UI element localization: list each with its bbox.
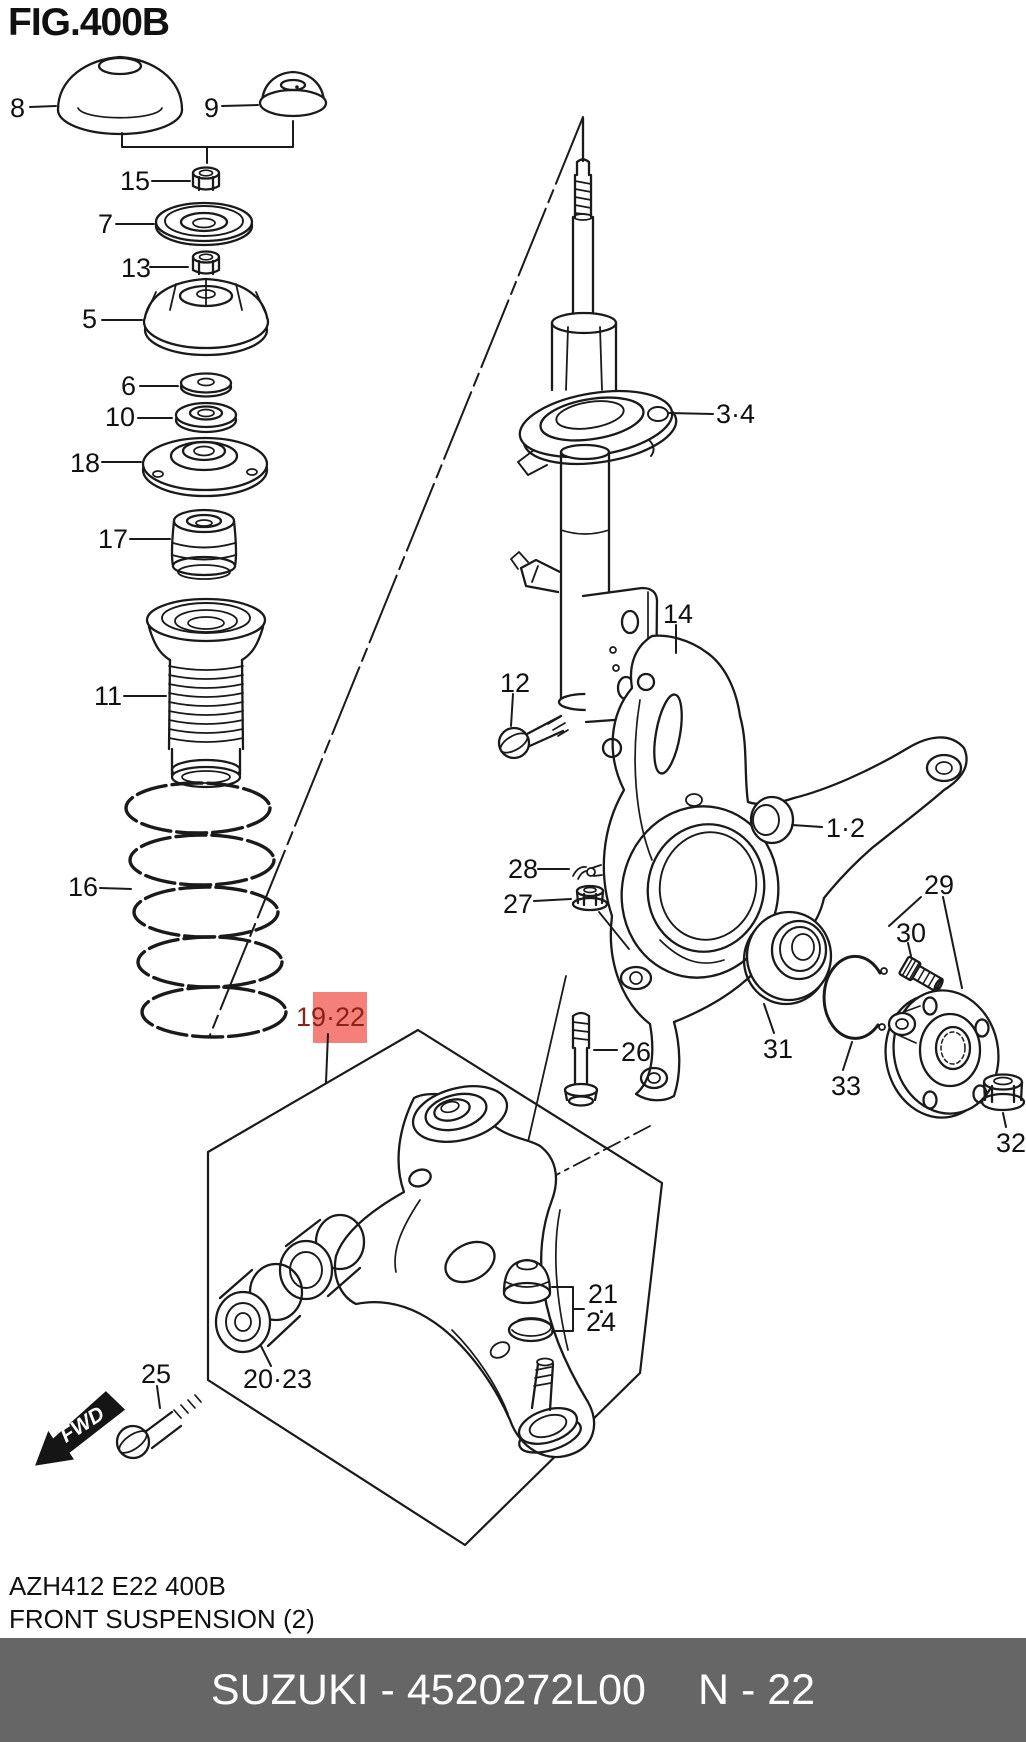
- part-label-17: 17: [98, 524, 129, 554]
- part-label-25: 25: [141, 1359, 172, 1389]
- part-label-16: 16: [68, 872, 99, 902]
- part-label-26: 26: [621, 1037, 652, 1067]
- part-label-14: 14: [663, 599, 694, 629]
- part-label-24: 24: [586, 1307, 617, 1337]
- part-label-28: 28: [508, 854, 539, 884]
- figure-title: FIG.400B: [8, 1, 170, 44]
- part-label-21-24-dot: ·: [597, 1295, 606, 1325]
- part-label-32: 32: [996, 1128, 1026, 1158]
- footer-bar: SUZUKI - 4520272L00 N - 22: [0, 1638, 1026, 1742]
- part-label-9: 9: [204, 93, 220, 123]
- footer-page-ref: N - 22: [697, 1665, 816, 1714]
- part-label-11: 11: [94, 681, 123, 711]
- part-label-30: 30: [896, 918, 927, 948]
- part-label-6: 6: [121, 371, 137, 401]
- part-label-33: 33: [831, 1071, 862, 1101]
- part-label-12: 12: [500, 668, 531, 698]
- part-label-18: 18: [70, 448, 101, 478]
- part-label-21: 21: [588, 1279, 619, 1309]
- part-label-29: 29: [924, 870, 955, 900]
- part-label-8: 8: [10, 93, 26, 123]
- part-label-3-4: 3·4: [716, 399, 756, 429]
- part-label-15: 15: [120, 166, 151, 196]
- model-code-caption: AZH412 E22 400B: [9, 1571, 226, 1601]
- part-label-13: 13: [121, 253, 152, 283]
- part-label-10: 10: [105, 402, 136, 432]
- part-label-19-22: 19·22: [296, 1002, 366, 1032]
- figure-name-caption: FRONT SUSPENSION (2): [9, 1604, 315, 1634]
- part-label-1-2: 1·2: [826, 813, 866, 843]
- part-label-7: 7: [98, 209, 114, 239]
- part-label-27: 27: [503, 889, 534, 919]
- highlight-box: [313, 992, 367, 1043]
- footer-part-number: SUZUKI - 4520272L00: [210, 1665, 646, 1714]
- part-label-31: 31: [763, 1034, 794, 1064]
- part-label-20-23: 20·23: [243, 1364, 313, 1394]
- part-label-5: 5: [82, 304, 98, 334]
- fwd-arrow: FWD: [35, 1391, 126, 1466]
